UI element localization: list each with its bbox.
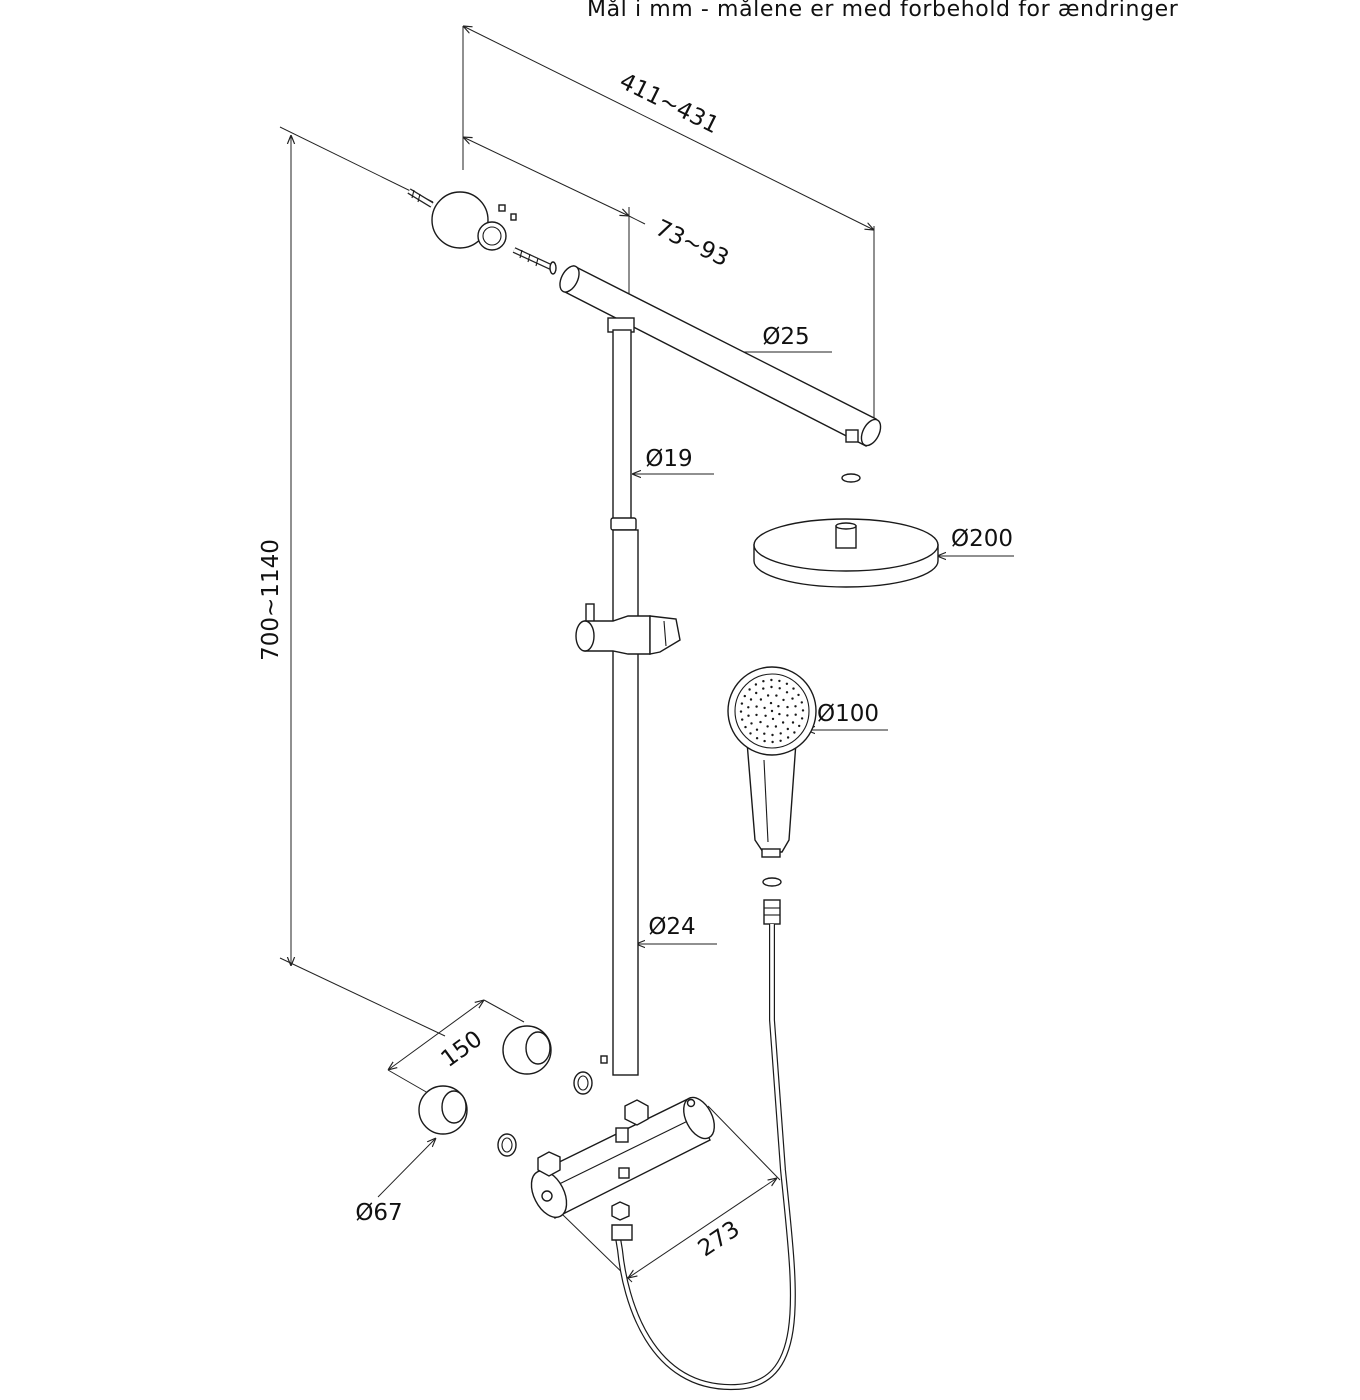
nozzle-dot <box>797 693 800 697</box>
nozzle-dot <box>775 694 778 697</box>
nozzle-dot <box>779 732 782 735</box>
nozzle-dot <box>766 725 769 728</box>
label-lower-rail-diameter: Ø24 <box>648 914 695 940</box>
upper-rail <box>612 329 632 521</box>
nozzle-dot <box>762 687 765 690</box>
nozzle-dot <box>747 706 750 709</box>
nozzle-dot <box>786 736 790 739</box>
hand-shower-washer <box>762 877 782 887</box>
nozzle-dot <box>748 688 751 691</box>
nozzle-dot <box>771 740 774 744</box>
nozzle-dot <box>771 717 775 721</box>
label-inlet-spacing: 150 <box>436 1026 487 1073</box>
nozzle-dot <box>749 732 752 735</box>
nozzle-dot <box>755 705 758 708</box>
dimension-height <box>279 126 446 1037</box>
nozzle-dot <box>754 683 758 686</box>
nozzle-dot <box>785 691 789 694</box>
nozzle-dot <box>778 687 781 690</box>
nozzle-dot <box>786 727 789 731</box>
nozzle-dot <box>786 705 789 709</box>
hose-nut <box>611 1201 630 1221</box>
nozzle-dot <box>782 698 785 702</box>
nozzle-dot <box>794 713 797 716</box>
nozzle-dot <box>743 694 746 698</box>
label-upper-rail-diameter: Ø19 <box>645 446 692 472</box>
nozzle-dot <box>747 714 750 717</box>
nozzle-dot <box>740 702 744 705</box>
label-wall-offset: 73~93 <box>651 215 732 272</box>
nozzle-dot <box>793 731 796 734</box>
nozzle-dot <box>755 728 759 731</box>
inlet-filter-left <box>497 1133 517 1157</box>
wall-plug <box>407 188 434 208</box>
nozzle-dot <box>763 706 766 710</box>
label-head-shower-diameter: Ø200 <box>951 526 1013 552</box>
nozzle-dot <box>791 721 795 724</box>
inlet-rosette-right <box>502 1025 552 1075</box>
rail-joint <box>610 517 637 531</box>
nozzle-dot <box>792 687 795 690</box>
nozzle-dot <box>755 737 759 740</box>
thermostatic-mixer <box>530 1096 715 1220</box>
lower-rail <box>612 529 639 1076</box>
nozzle-dot <box>777 705 780 708</box>
nozzle-dot <box>770 678 773 682</box>
leader-rosette <box>377 1138 436 1198</box>
nozzle-dot <box>786 714 789 717</box>
nozzle-dot <box>785 682 789 685</box>
nozzle-dot <box>801 709 805 712</box>
label-arm-diameter: Ø25 <box>762 324 809 350</box>
nozzle-dot <box>755 713 758 717</box>
wall-bracket <box>431 191 517 251</box>
nozzle-dot <box>763 739 766 743</box>
nozzle-dot <box>800 701 803 704</box>
nozzle-dot <box>791 697 794 700</box>
nozzle-dot <box>778 679 781 683</box>
dimension-inlet-spacing <box>388 1000 525 1094</box>
inlet-rosette-left <box>418 1085 468 1135</box>
nozzle-dot <box>769 701 773 705</box>
nozzle-dot <box>759 698 763 701</box>
label-height: 700~1140 <box>258 539 284 661</box>
nozzle-dot <box>762 680 765 683</box>
nozzle-dot <box>770 709 774 713</box>
label-hand-shower-diameter: Ø100 <box>817 701 879 727</box>
nozzle-dot <box>778 712 781 716</box>
grub-screw <box>600 1055 608 1064</box>
nozzle-dot <box>741 718 744 721</box>
label-rosette-diameter: Ø67 <box>355 1200 402 1226</box>
hand-shower <box>727 666 817 858</box>
label-mixer-length: 273 <box>694 1216 745 1262</box>
nozzle-dot <box>774 725 778 728</box>
nozzle-dot <box>798 724 801 728</box>
caption: Mål i mm - målene er med forbehold for æ… <box>587 0 1179 22</box>
nozzle-dot <box>771 733 774 737</box>
nozzle-dot <box>800 717 804 720</box>
nozzle-dot <box>759 720 762 724</box>
nozzle-dot <box>781 721 785 724</box>
nozzle-dot <box>779 739 782 742</box>
slide-holder <box>575 603 681 655</box>
nozzle-dot <box>749 698 753 701</box>
nozzle-dot <box>755 691 758 695</box>
nozzle-dot <box>770 685 773 689</box>
inlet-filter-right <box>573 1071 593 1095</box>
shower-hose <box>611 899 796 1391</box>
nozzle-dot <box>739 710 743 713</box>
head-shower <box>753 518 939 588</box>
nozzle-dot <box>794 705 797 708</box>
nozzle-dot <box>764 714 767 717</box>
shower-arm <box>559 265 882 447</box>
nozzle-dot <box>763 732 766 735</box>
arm-washer <box>841 473 861 483</box>
nozzle-dot <box>766 694 770 697</box>
wall-screw <box>512 247 557 275</box>
nozzle-dot <box>750 722 753 725</box>
nozzle-dot <box>744 725 747 729</box>
